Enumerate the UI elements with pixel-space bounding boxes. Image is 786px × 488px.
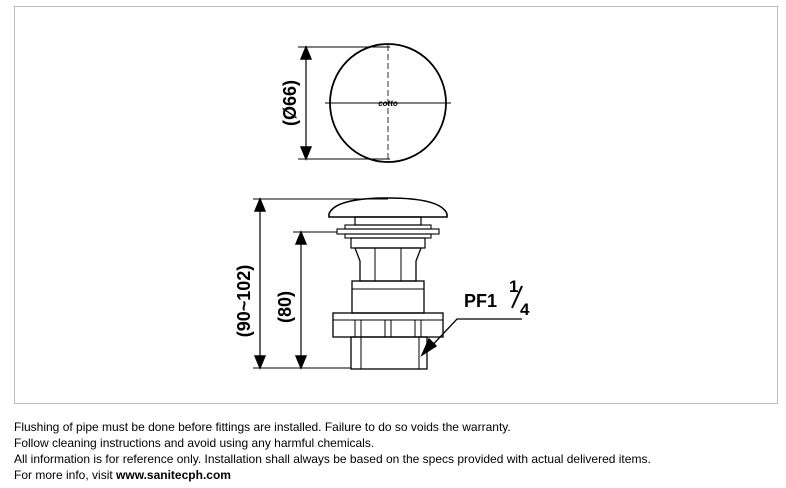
mid-body-top-band (351, 280, 425, 290)
notes-section: Flushing of pipe must be done before fit… (14, 419, 774, 483)
note-line-flushing: Flushing of pipe must be done before fit… (14, 420, 511, 434)
thread-leader-arrow (420, 337, 438, 357)
thread-fraction-bar (511, 285, 523, 309)
diameter-label: (Ø66) (280, 80, 300, 126)
technical-drawing: cotto (Ø66) (90~102) (80) PF1 1 4 (14, 6, 778, 404)
drawing-svg: cotto (Ø66) (90~102) (80) PF1 1 4 (234, 43, 530, 370)
website-link[interactable]: www.sanitecph.com (116, 468, 231, 482)
locknut-upper-band (332, 312, 444, 321)
flange-ring-2 (336, 228, 440, 235)
diameter-arrow-top (299, 45, 313, 60)
body-arrow-top (294, 230, 308, 245)
note-line-more-info: For more info, visit www.sanitecph.com (14, 467, 774, 483)
mid-body (351, 280, 425, 314)
threaded-tail (350, 336, 428, 370)
side-view (253, 197, 522, 370)
flange-base (350, 237, 426, 249)
note-line-reference: All information is for reference only. I… (14, 452, 651, 466)
thread-fraction-denominator: 4 (520, 300, 530, 319)
body-height-label: (80) (275, 291, 295, 323)
flange-upper (354, 216, 422, 226)
flange-ring-3 (344, 233, 432, 239)
cap-logo: cotto (378, 99, 398, 108)
body-arrow-bottom (294, 355, 308, 370)
diameter-arrow-bottom (299, 146, 313, 161)
top-view (298, 43, 451, 163)
more-info-prefix: For more info, visit (14, 468, 117, 482)
overall-arrow-top (253, 197, 267, 212)
note-line-cleaning: Follow cleaning instructions and avoid u… (14, 436, 375, 450)
thread-label: PF1 (464, 291, 497, 311)
locknut (332, 312, 444, 338)
flange-ring-1 (344, 224, 432, 230)
upper-body (354, 247, 422, 282)
overall-arrow-bottom (253, 355, 267, 370)
thread-leader-line (425, 318, 522, 353)
overall-height-label: (90~102) (234, 265, 254, 338)
cap-dome (328, 197, 448, 218)
thread-fraction-numerator: 1 (509, 277, 518, 296)
